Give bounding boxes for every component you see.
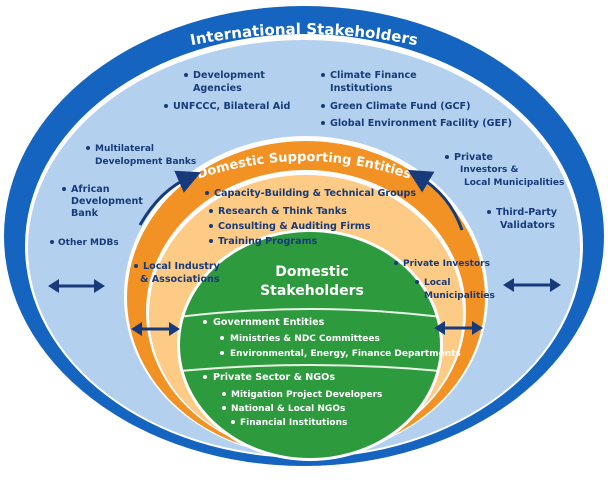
curved-arrow-icon-left — [138, 170, 202, 226]
local-municipalities-label: Local — [424, 278, 450, 288]
label: Bank — [71, 208, 99, 219]
mitigation-developers-label: Mitigation Project Developers — [231, 390, 382, 400]
bullet-icon — [203, 375, 207, 379]
label: Other MDBs — [58, 238, 119, 248]
item-mdb: Multilateral Development Banks — [86, 144, 196, 167]
label: Climate Finance — [330, 70, 417, 81]
local-industry-label-2: & Associations — [140, 274, 220, 285]
private-investors-label: Private Investors — [403, 259, 490, 269]
research-label: Research & Think Tanks — [218, 206, 347, 217]
consulting-label: Consulting & Auditing Firms — [218, 221, 371, 232]
private-sector-label: Private Sector & NGOs — [213, 372, 335, 383]
training-label: Training Programs — [218, 236, 318, 247]
label: Agencies — [193, 83, 242, 94]
item-third-party-validators: Third-Party Validators — [487, 207, 558, 231]
item-climate-finance: Climate Finance Institutions — [321, 70, 417, 94]
supporting-items: Capacity-Building & Technical Groups Res… — [134, 188, 495, 301]
bullet-icon — [205, 191, 209, 195]
item-gcf: Green Climate Fund (GCF) — [321, 101, 471, 112]
label: Private — [454, 152, 493, 163]
bullet-icon — [321, 104, 325, 108]
bullet-icon — [415, 280, 419, 284]
label: Green Climate Fund (GCF) — [330, 101, 471, 112]
bullet-icon — [209, 209, 213, 213]
bullet-icon — [394, 261, 398, 265]
green-fill — [180, 232, 440, 458]
bullet-icon — [62, 187, 66, 191]
ngos-label: National & Local NGOs — [231, 404, 345, 414]
ministries-label: Ministries & NDC Committees — [230, 334, 380, 344]
curved-arrow-icon-right — [407, 169, 464, 231]
departments-label: Environmental, Energy, Finance Departmen… — [230, 349, 461, 359]
bidirectional-arrow-icon-inner-right — [434, 321, 483, 335]
bullet-icon — [445, 155, 449, 159]
bullet-icon — [209, 239, 213, 243]
bullet-icon — [321, 121, 325, 125]
bullet-icon — [134, 264, 138, 268]
item-private-investors-intl: Private Investors & Local Municipalities — [445, 152, 564, 188]
financial-institutions-label: Financial Institutions — [240, 418, 347, 428]
item-other-mdbs: Other MDBs — [50, 238, 119, 248]
local-municipalities-label-2: Municipalities — [424, 291, 495, 301]
label: Local Municipalities — [464, 178, 564, 188]
label: Multilateral — [95, 144, 154, 154]
label: Validators — [500, 220, 555, 231]
label: Development — [193, 70, 265, 81]
green-divider-1 — [180, 308, 440, 319]
label: Development — [71, 196, 143, 207]
bullet-icon — [231, 420, 235, 424]
green-divider-2 — [180, 364, 440, 373]
domestic-title-line1: Domestic — [275, 264, 348, 280]
bullet-icon — [164, 104, 168, 108]
item-unfccc: UNFCCC, Bilateral Aid — [164, 101, 290, 112]
label: Investors & — [460, 165, 518, 175]
bullet-icon — [184, 73, 188, 77]
bullet-icon — [321, 73, 325, 77]
label: Institutions — [330, 83, 393, 94]
bullet-icon — [487, 210, 491, 214]
government-entities-label: Government Entities — [213, 317, 325, 328]
international-items: Development Agencies UNFCCC, Bilateral A… — [50, 70, 564, 248]
item-afdb: African Development Bank — [62, 184, 143, 219]
arrows — [48, 169, 561, 336]
item-development-agencies: Development Agencies — [184, 70, 265, 94]
item-gef: Global Environment Facility (GEF) — [321, 118, 512, 129]
bullet-icon — [220, 351, 224, 355]
label: Development Banks — [95, 157, 196, 167]
bullet-icon — [50, 240, 54, 244]
label: African — [71, 184, 110, 195]
domestic-items: Domestic Stakeholders Government Entitie… — [203, 264, 461, 428]
bullet-icon — [209, 224, 213, 228]
bidirectional-arrow-icon-inner-left — [131, 322, 180, 336]
bullet-icon — [222, 406, 226, 410]
label: Global Environment Facility (GEF) — [330, 118, 512, 129]
bullet-icon — [222, 392, 226, 396]
capacity-building-label: Capacity-Building & Technical Groups — [214, 188, 416, 199]
bidirectional-arrow-icon-outer-left — [48, 279, 105, 293]
domestic-stakeholders-circle — [177, 229, 443, 461]
bullet-icon — [203, 320, 207, 324]
bullet-icon — [220, 336, 224, 340]
domestic-title-line2: Stakeholders — [260, 283, 364, 299]
label: UNFCCC, Bilateral Aid — [173, 101, 290, 112]
local-industry-label: Local Industry — [143, 261, 221, 272]
bullet-icon — [86, 146, 90, 150]
bidirectional-arrow-icon-outer-right — [503, 278, 561, 292]
label: Third-Party — [496, 207, 558, 218]
